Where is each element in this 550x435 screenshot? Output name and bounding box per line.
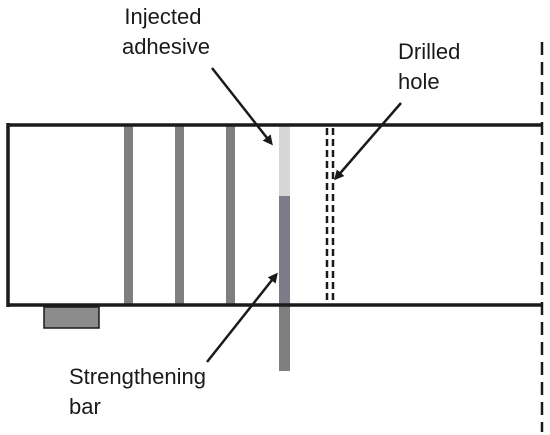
strengthening-bar-label-line-1: Strengthening — [69, 364, 206, 389]
strengthening-bar-arrow — [206, 272, 278, 363]
injected-adhesive-zone — [279, 126, 290, 196]
injected-adhesive-label: Injected adhesive — [122, 4, 210, 59]
injected-adhesive-arrow — [211, 67, 273, 146]
drilled-hole-label-line-1: Drilled — [398, 39, 460, 64]
existing-bar-1 — [124, 126, 133, 304]
strengthening-bar-label-line-2: bar — [69, 394, 101, 419]
existing-bar-2 — [175, 126, 184, 304]
strengthening-bar — [279, 196, 290, 304]
drilled-hole-label-line-2: hole — [398, 69, 440, 94]
existing-bar-3 — [226, 126, 235, 304]
strengthening-bar-label: Strengthening bar — [69, 364, 212, 419]
drilled-hole-label: Drilled hole — [398, 39, 466, 94]
support-block — [43, 306, 100, 329]
injected-adhesive-label-line-2: adhesive — [122, 34, 210, 59]
drilled-hole-arrow — [334, 102, 402, 181]
strengthening-bar-protrusion — [279, 304, 290, 371]
injected-adhesive-label-line-1: Injected — [124, 4, 201, 29]
